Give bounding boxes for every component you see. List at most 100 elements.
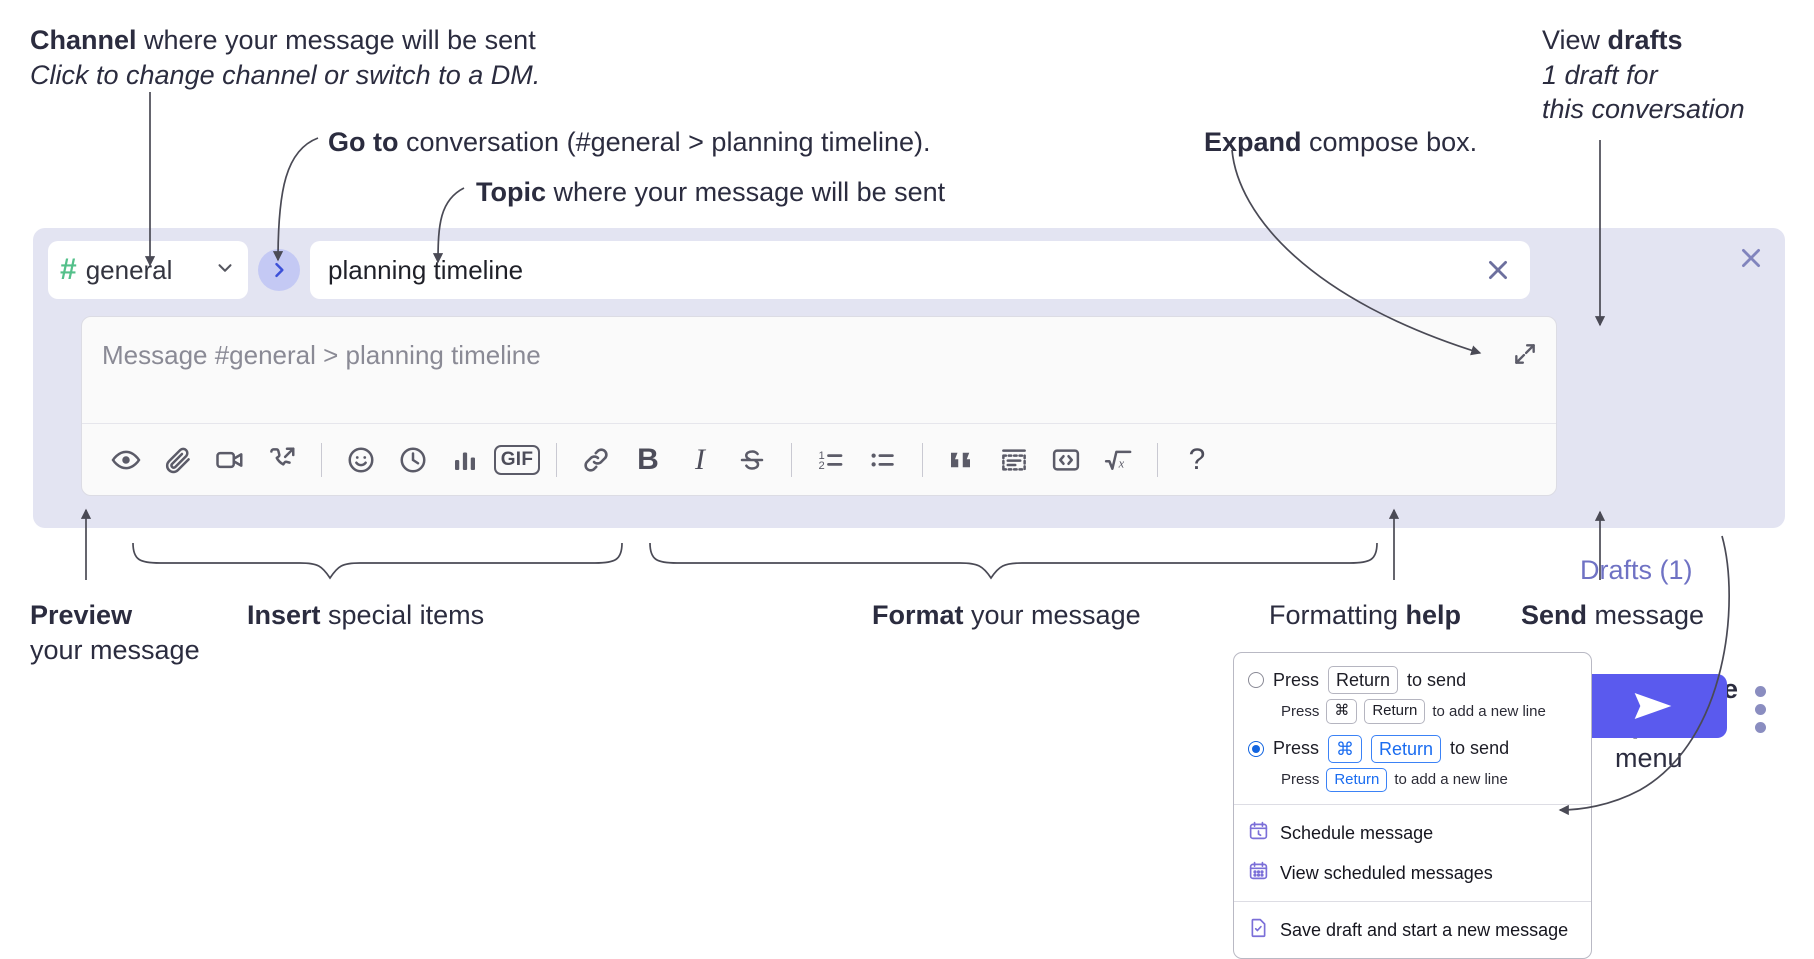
annotation-send-rest: message [1587,600,1705,630]
blockquote-icon[interactable] [936,434,988,486]
svg-text:x: x [1118,456,1125,470]
strikethrough-icon[interactable] [726,434,778,486]
math-icon[interactable]: x [1092,434,1144,486]
toolbar-separator [791,442,792,477]
annotation-format-bold: Format [872,600,964,630]
annotation-preview-bold: Preview [30,600,133,630]
option1-sub-key1: ⌘ [1326,699,1358,724]
option1-sub-key2: Return [1364,699,1426,724]
annotation-expand-bold: Expand [1204,127,1302,157]
annotation-compose-options-rest: menu [1615,743,1683,774]
option1-key: Return [1328,666,1399,695]
option2-sub-post: to add a new line [1394,771,1508,789]
save-draft-icon [1248,917,1269,943]
italic-icon[interactable]: I [674,434,726,486]
chevron-right-icon [275,262,284,278]
option2-sub-pre: Press [1281,771,1320,789]
emoji-icon[interactable] [335,434,387,486]
gif-icon[interactable]: GIF [491,434,543,486]
expand-compose-button[interactable] [1508,337,1542,371]
send-button[interactable] [1579,674,1727,738]
compose-panel: # general planning timeline Message #gen… [33,228,1785,738]
annotation-topic-rest: where your message will be sent [546,177,946,207]
option2-post: to send [1450,738,1510,759]
ordered-list-icon[interactable]: 1 2 [805,434,857,486]
send-shortcut-options: Press Return to send Press ⌘ Return to a… [1234,653,1591,804]
option1-pre: Press [1273,669,1320,690]
svg-text:1: 1 [819,449,825,461]
radio-icon-selected[interactable] [1248,740,1264,757]
annotation-drafts-italic1: 1 draft for [1542,59,1658,90]
radio-option-cmd-return-to-send[interactable]: Press ⌘ Return to send [1234,732,1591,766]
topic-value: planning timeline [328,254,524,285]
annotation-insert-bold: Insert [247,600,321,630]
code-block-icon[interactable] [988,434,1040,486]
kebab-dot [1754,721,1766,733]
channel-selector[interactable]: # general [48,241,248,299]
topic-clear-button[interactable] [1478,250,1518,290]
bulleted-list-icon[interactable] [857,434,909,486]
poll-icon[interactable] [439,434,491,486]
go-to-conversation-button[interactable] [258,249,300,291]
option2-sub-key: Return [1326,767,1388,793]
drafts-link[interactable]: Drafts (1) [1580,555,1693,585]
menu-item-schedule-message[interactable]: Schedule message [1234,813,1591,853]
option1-post: to send [1407,669,1467,690]
toolbar-separator [922,442,923,477]
menu-divider [1234,804,1591,806]
clock-icon[interactable] [387,434,439,486]
option1-subtext: Press ⌘ Return to add a new line [1234,697,1591,725]
draft-group: Save draft and start a new message [1234,902,1591,958]
menu-item-save-draft[interactable]: Save draft and start a new message [1234,910,1591,950]
option2-key2: Return [1371,734,1442,763]
option1-sub-post: to add a new line [1432,702,1546,720]
bold-icon[interactable]: B [622,434,674,486]
annotation-preview-rest: your message [30,634,200,665]
link-icon[interactable] [570,434,622,486]
italic-label: I [695,442,705,476]
menu-item-view-scheduled-messages[interactable]: View scheduled messages [1234,853,1591,893]
annotation-expand-rest: compose box. [1301,127,1478,157]
gif-label: GIF [493,444,541,475]
radio-icon[interactable] [1248,672,1264,689]
video-icon[interactable] [204,434,256,486]
audio-call-icon[interactable] [256,434,308,486]
topic-input[interactable]: planning timeline [310,241,1530,299]
annotation-goto-rest: conversation (#general > planning timeli… [398,127,931,157]
hash-icon: # [60,253,77,286]
annotation-topic-bold: Topic [476,177,546,207]
panel-close-button[interactable] [1733,240,1769,276]
toolbar-separator [1157,442,1158,477]
schedule-group: Schedule message View scheduled messages [1234,805,1591,901]
help-icon[interactable]: ? [1171,434,1223,486]
send-icon [1634,693,1672,719]
menu-item-label: View scheduled messages [1280,862,1493,883]
compose-options-menu: Press Return to send Press ⌘ Return to a… [1233,652,1592,959]
inline-code-icon[interactable] [1040,434,1092,486]
annotation-format: Format your message [872,598,1141,633]
message-input-box[interactable]: Message #general > planning timeline [81,316,1557,496]
kebab-dot [1754,685,1766,697]
calendar-grid-icon [1248,860,1269,886]
option2-pre: Press [1273,738,1320,759]
svg-text:2: 2 [819,459,825,471]
channel-name: general [85,254,173,285]
annotation-send: Send message [1521,598,1704,633]
annotation-insert: Insert special items [247,598,484,633]
message-placeholder: Message #general > planning timeline [102,340,541,370]
radio-option-return-to-send[interactable]: Press Return to send [1234,663,1591,697]
annotation-help-bold: help [1405,600,1462,630]
annotation-insert-rest: special items [320,600,485,630]
option2-key1: ⌘ [1328,734,1363,763]
kebab-dot [1754,703,1766,715]
menu-item-label: Save draft and start a new message [1280,919,1569,940]
annotation-channel-italic: Click to change channel or switch to a D… [30,59,541,90]
help-label: ? [1188,442,1206,476]
annotation-send-bold: Send [1521,600,1588,630]
annotation-goto-bold: Go to [328,127,399,157]
annotation-format-rest: your message [963,600,1141,630]
annotation-preview: Preview your message [30,598,200,667]
attachment-icon[interactable] [152,434,204,486]
preview-icon[interactable] [100,434,152,486]
compose-options-button[interactable] [1745,683,1775,735]
